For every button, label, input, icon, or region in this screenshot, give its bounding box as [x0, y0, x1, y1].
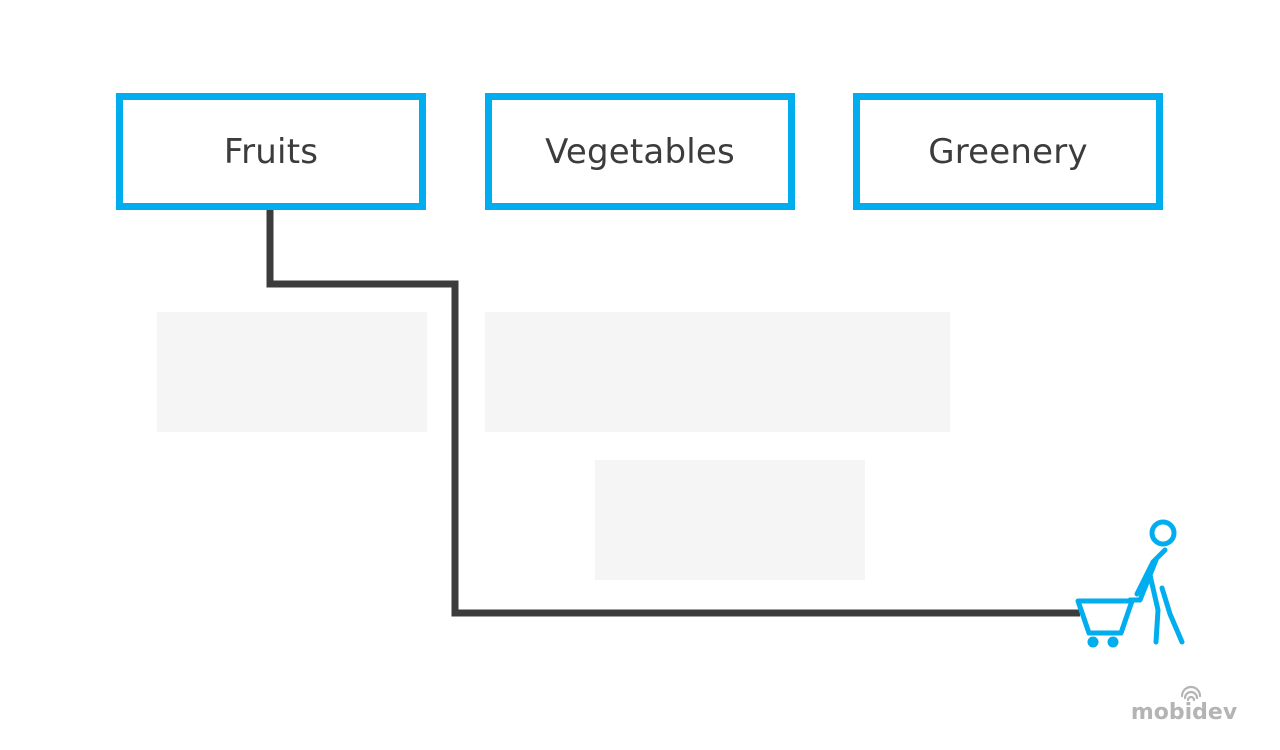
shelf-block-2 [485, 312, 950, 432]
category-box-greenery: Greenery [853, 93, 1163, 210]
shopper-with-cart-icon [1075, 519, 1185, 648]
category-label-greenery: Greenery [928, 131, 1088, 172]
category-box-fruits: Fruits [116, 93, 426, 210]
logo-text: mobidev [1131, 700, 1238, 724]
category-label-fruits: Fruits [223, 131, 319, 172]
mobidev-logo-icon: mobidev [1131, 685, 1238, 724]
shelf-block-3 [595, 460, 865, 580]
shelf-block-1 [157, 312, 427, 432]
category-box-vegetables: Vegetables [485, 93, 795, 210]
category-label-vegetables: Vegetables [545, 131, 735, 172]
